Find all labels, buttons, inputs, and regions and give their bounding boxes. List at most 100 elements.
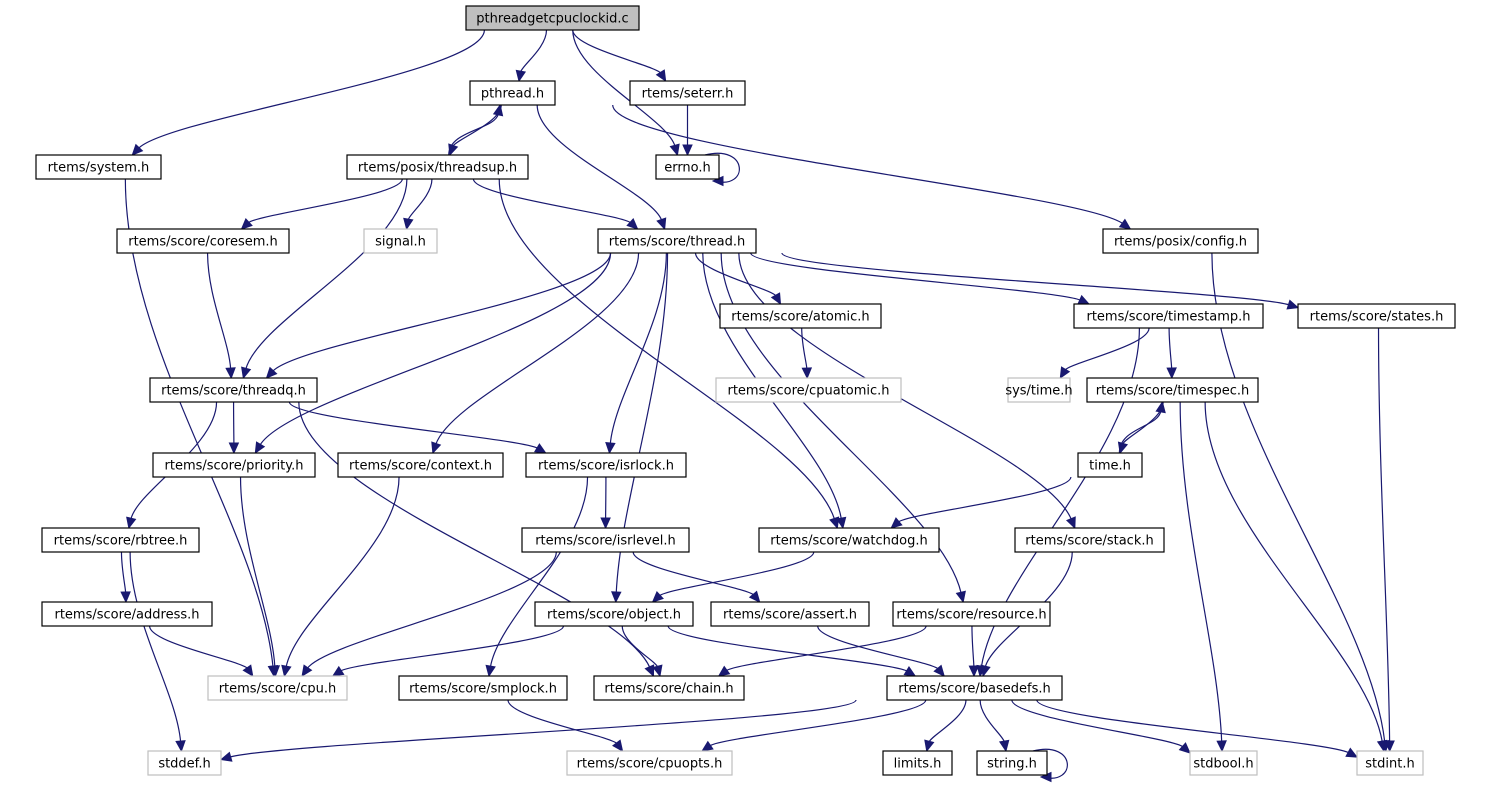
node-box[interactable] xyxy=(465,5,640,31)
node-cpuatomic[interactable]: rtems/score/cpuatomic.h xyxy=(715,377,902,403)
node-box[interactable] xyxy=(363,228,438,254)
node-box[interactable] xyxy=(1297,303,1456,329)
node-errno[interactable]: errno.h xyxy=(655,154,720,180)
node-stdbool[interactable]: stdbool.h xyxy=(1189,750,1258,776)
node-box[interactable] xyxy=(346,154,529,180)
node-box[interactable] xyxy=(886,675,1063,701)
edge-thread-to-states xyxy=(781,252,1300,310)
node-address[interactable]: rtems/score/address.h xyxy=(41,601,213,627)
node-cpu[interactable]: rtems/score/cpu.h xyxy=(207,675,348,701)
edge-line xyxy=(694,252,777,297)
node-timespec[interactable]: rtems/score/timespec.h xyxy=(1086,377,1259,403)
node-label: rtems/score/assert.h xyxy=(723,608,857,623)
edge-timespec-to-stdbool xyxy=(1179,401,1227,753)
node-label: rtems/score/context.h xyxy=(349,459,492,474)
node-box[interactable] xyxy=(469,80,556,106)
node-priority[interactable]: rtems/score/priority.h xyxy=(152,452,316,478)
node-box[interactable] xyxy=(116,228,290,254)
arrowhead-icon xyxy=(1345,747,1359,758)
node-threadsup[interactable]: rtems/posix/threadsup.h xyxy=(346,154,529,180)
node-box[interactable] xyxy=(1077,452,1143,478)
node-root[interactable]: pthreadgetcpuclockid.c xyxy=(465,5,640,31)
node-context[interactable]: rtems/score/context.h xyxy=(337,452,504,478)
node-atomic[interactable]: rtems/score/atomic.h xyxy=(719,303,882,329)
arrowhead-icon xyxy=(924,739,935,753)
node-box[interactable] xyxy=(1007,377,1071,403)
node-box[interactable] xyxy=(655,154,720,180)
edge-line xyxy=(120,551,127,594)
node-box[interactable] xyxy=(1073,303,1264,329)
node-limits[interactable]: limits.h xyxy=(882,750,953,776)
arrowhead-icon xyxy=(600,517,611,530)
node-object[interactable]: rtems/score/object.h xyxy=(534,601,694,627)
node-stack[interactable]: rtems/score/stack.h xyxy=(1014,527,1165,553)
node-box[interactable] xyxy=(976,750,1048,776)
node-box[interactable] xyxy=(758,527,940,553)
edge-thread-to-priority xyxy=(254,252,612,455)
node-label: rtems/score/timespec.h xyxy=(1096,384,1249,399)
node-system[interactable]: rtems/system.h xyxy=(35,154,162,180)
node-timeh[interactable]: time.h xyxy=(1077,452,1143,478)
node-box[interactable] xyxy=(152,452,316,478)
node-box[interactable] xyxy=(35,154,162,180)
node-box[interactable] xyxy=(597,228,757,254)
node-box[interactable] xyxy=(892,601,1051,627)
arrowhead-icon xyxy=(748,590,761,603)
node-resource[interactable]: rtems/score/resource.h xyxy=(892,601,1051,627)
node-states[interactable]: rtems/score/states.h xyxy=(1297,303,1456,329)
node-box[interactable] xyxy=(207,675,348,701)
node-thread[interactable]: rtems/score/thread.h xyxy=(597,228,757,254)
node-string[interactable]: string.h xyxy=(976,750,1048,776)
node-label: rtems/score/isrlevel.h xyxy=(535,534,676,549)
node-box[interactable] xyxy=(719,303,882,329)
edge-thread-to-context xyxy=(431,252,640,455)
node-box[interactable] xyxy=(882,750,953,776)
arrowhead-icon xyxy=(1166,367,1177,380)
node-systime[interactable]: sys/time.h xyxy=(1005,377,1073,403)
node-box[interactable] xyxy=(1356,750,1424,776)
node-box[interactable] xyxy=(337,452,504,478)
node-box[interactable] xyxy=(629,80,746,106)
node-basedefs[interactable]: rtems/score/basedefs.h xyxy=(886,675,1063,701)
node-box[interactable] xyxy=(41,527,200,553)
node-box[interactable] xyxy=(1102,228,1259,254)
node-cpuopts[interactable]: rtems/score/cpuopts.h xyxy=(566,750,733,776)
node-coresem[interactable]: rtems/score/coresem.h xyxy=(116,228,290,254)
edge-line xyxy=(897,476,1072,523)
node-threadq[interactable]: rtems/score/threadq.h xyxy=(149,377,318,403)
node-box[interactable] xyxy=(710,601,870,627)
node-box[interactable] xyxy=(41,601,213,627)
edge-line xyxy=(615,252,669,594)
node-box[interactable] xyxy=(525,452,687,478)
node-signal[interactable]: signal.h xyxy=(363,228,438,254)
edge-watchdog-to-object xyxy=(651,551,815,603)
node-stddef[interactable]: stddef.h xyxy=(147,750,222,776)
node-box[interactable] xyxy=(1189,750,1258,776)
node-smplock[interactable]: rtems/score/smplock.h xyxy=(398,675,568,701)
node-assert[interactable]: rtems/score/assert.h xyxy=(710,601,870,627)
node-isrlock[interactable]: rtems/score/isrlock.h xyxy=(525,452,687,478)
edge-line xyxy=(1377,327,1391,743)
node-stdint[interactable]: stdint.h xyxy=(1356,750,1424,776)
node-box[interactable] xyxy=(147,750,222,776)
node-isrlevel[interactable]: rtems/score/isrlevel.h xyxy=(521,527,690,553)
node-box[interactable] xyxy=(534,601,694,627)
node-box[interactable] xyxy=(715,377,902,403)
node-rbtree[interactable]: rtems/score/rbtree.h xyxy=(41,527,200,553)
node-box[interactable] xyxy=(593,675,745,701)
node-box[interactable] xyxy=(521,527,690,553)
node-timestamp[interactable]: rtems/score/timestamp.h xyxy=(1073,303,1264,329)
node-box[interactable] xyxy=(566,750,733,776)
node-box[interactable] xyxy=(1086,377,1259,403)
node-box[interactable] xyxy=(149,377,318,403)
node-config[interactable]: rtems/posix/config.h xyxy=(1102,228,1259,254)
node-box[interactable] xyxy=(1014,527,1165,553)
edge-priority-to-cpu xyxy=(239,476,281,678)
node-pthread[interactable]: pthread.h xyxy=(469,80,556,106)
node-seterr[interactable]: rtems/seterr.h xyxy=(629,80,746,106)
node-chain[interactable]: rtems/score/chain.h xyxy=(593,675,745,701)
node-watchdog[interactable]: rtems/score/watchdog.h xyxy=(758,527,940,553)
node-box[interactable] xyxy=(398,675,568,701)
edge-line xyxy=(928,699,967,743)
